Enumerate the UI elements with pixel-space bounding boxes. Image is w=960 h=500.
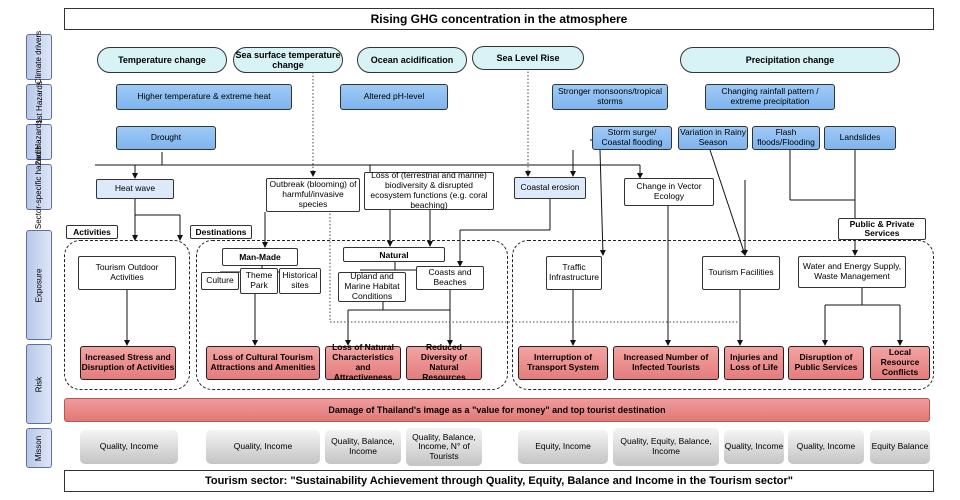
driver-sea-level: Sea Level Rise bbox=[472, 46, 584, 70]
group-label-activities: Activities bbox=[66, 225, 118, 239]
exposure-historical: Historical sites bbox=[279, 268, 321, 294]
exposure-outdoor: Tourism Outdoor Activities bbox=[78, 256, 176, 290]
group-public-private bbox=[512, 240, 934, 390]
exposure-upland: Upland and Marine Habitat Conditions bbox=[338, 271, 406, 302]
driver-acidification: Ocean acidification bbox=[357, 47, 467, 73]
row-label-risk: Risk bbox=[26, 344, 52, 424]
exposure-traffic: Traffic Infrastructure bbox=[546, 256, 602, 290]
hazard-storm-surge: Storm surge/ Coastal flooding bbox=[592, 126, 672, 150]
exposure-natural: Natural bbox=[343, 247, 445, 262]
hazard-ph: Altered pH-level bbox=[340, 84, 448, 110]
group-destinations bbox=[196, 240, 508, 390]
page-title: Rising GHG concentration in the atmosphe… bbox=[64, 8, 934, 30]
damage-bar: Damage of Thailand's image as a "value f… bbox=[64, 398, 930, 422]
group-activities bbox=[64, 240, 190, 390]
risk-injuries: Injuries and Loss of Life bbox=[724, 346, 784, 380]
risk-natural: Loss of Natural Characteristics and Attr… bbox=[325, 343, 401, 382]
sector-coastal-erosion: Coastal erosion bbox=[514, 177, 586, 199]
mission-box: Quality, Income bbox=[724, 430, 784, 464]
risk-diversity: Reduced Diversity of Natural Resources bbox=[406, 343, 482, 382]
row-label-hazards1: 1st Hazards bbox=[26, 81, 52, 123]
risk-conflicts: Local Resource Conflicts bbox=[870, 346, 930, 380]
mission-box: Quality, Equity, Balance, Income bbox=[613, 428, 719, 466]
hazard-rainfall: Changing rainfall pattern / extreme prec… bbox=[705, 84, 835, 110]
hazard-landslides: Landslides bbox=[824, 126, 896, 150]
driver-sea-surface: Sea surface temperature change bbox=[233, 47, 343, 73]
row-label-hazards2: 2nd Hazards bbox=[26, 119, 52, 165]
exposure-water: Water and Energy Supply, Waste Managemen… bbox=[798, 256, 906, 288]
exposure-facilities: Tourism Facilities bbox=[702, 256, 780, 290]
group-label-destinations: Destinations bbox=[190, 225, 252, 239]
row-label-mission: Misson bbox=[26, 428, 52, 468]
hazard-monsoon: Stronger monsoons/tropical storms bbox=[552, 84, 668, 110]
hazard-drought: Drought bbox=[116, 126, 216, 150]
driver-temperature: Temperature change bbox=[97, 47, 227, 73]
mission-box: Equity, Income bbox=[518, 430, 608, 464]
mission-box: Quality, Balance, Income, N° of Tourists bbox=[406, 428, 482, 466]
risk-stress: Increased Stress and Disruption of Activ… bbox=[80, 346, 176, 380]
mission-box: Quality, Income bbox=[788, 430, 864, 464]
risk-infected: Increased Number of Infected Tourists bbox=[613, 346, 719, 380]
row-label-exposure: Exposure bbox=[26, 230, 52, 340]
risk-cultural: Loss of Cultural Tourism Attractions and… bbox=[206, 346, 320, 380]
group-label-public: Public & Private Services bbox=[838, 218, 926, 240]
hazard-heat: Higher temperature & extreme heat bbox=[116, 84, 292, 110]
mission-box: Quality, Income bbox=[80, 430, 178, 464]
row-label-climate: Climate drivers bbox=[26, 30, 52, 84]
risk-public-services: Disruption of Public Services bbox=[788, 346, 864, 380]
footer-statement: Tourism sector: "Sustainability Achievem… bbox=[64, 470, 934, 492]
mission-box: Quality, Income bbox=[206, 430, 320, 464]
sector-heat-wave: Heat wave bbox=[96, 179, 174, 199]
row-label-sector: Sector-specific hazards bbox=[26, 145, 52, 229]
exposure-manmade: Man-Made bbox=[222, 248, 298, 266]
hazard-flash-floods: Flash floods/Flooding bbox=[752, 126, 820, 150]
mission-box: Equity Balance bbox=[870, 430, 930, 464]
sector-biodiversity: Loss of (terrestrial and marine) biodive… bbox=[364, 171, 494, 210]
exposure-culture: Culture bbox=[201, 272, 239, 290]
driver-precipitation: Precipitation change bbox=[680, 47, 900, 73]
sector-vector-ecology: Change in Vector Ecology bbox=[624, 178, 714, 206]
risk-transport: Interruption of Transport System bbox=[518, 346, 608, 380]
hazard-rainy-season: Variation in Rainy Season bbox=[678, 126, 748, 150]
exposure-coasts: Coasts and Beaches bbox=[416, 266, 484, 290]
mission-box: Quality, Balance, Income bbox=[325, 430, 401, 464]
exposure-theme-park: Theme Park bbox=[240, 268, 278, 294]
sector-outbreak: Outbreak (blooming) of harmful/invasive … bbox=[266, 178, 360, 212]
